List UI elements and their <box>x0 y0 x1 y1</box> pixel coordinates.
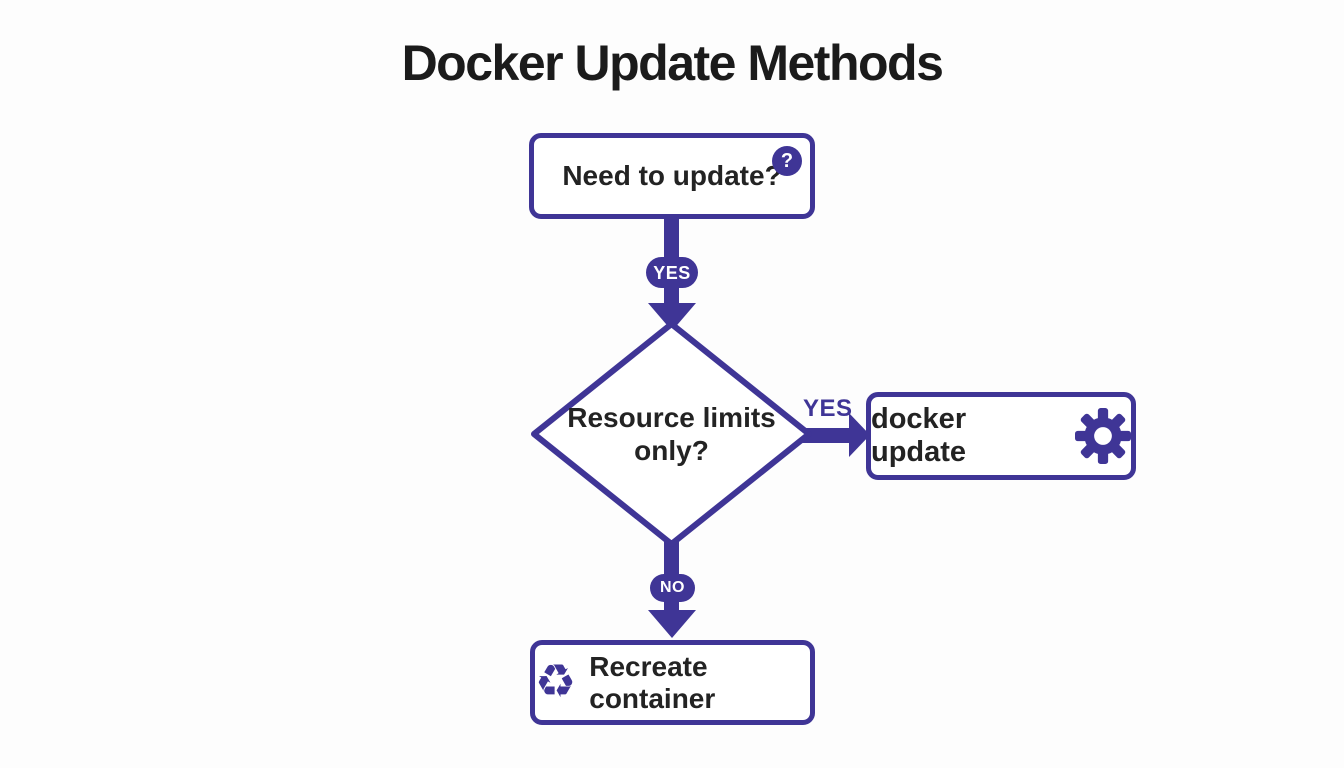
node-need-to-update-label: Need to update? <box>562 160 782 191</box>
gear-icon <box>1075 408 1131 464</box>
question-mark-icon: ? <box>772 146 802 176</box>
edge-label-badge-no: NO <box>650 574 695 602</box>
edge-label-yes-right: YES <box>803 395 853 422</box>
arrow-down-head-decision-to-recreate <box>648 610 696 638</box>
node-recreate-container-label: Recreate container <box>589 650 716 714</box>
recycle-icon: ♻ <box>535 653 577 708</box>
node-docker-update-label: docker update <box>871 403 967 468</box>
decision-diamond-shape <box>531 321 812 547</box>
node-need-to-update: Need to update? ? <box>529 133 815 219</box>
page-title: Docker Update Methods <box>401 35 944 91</box>
edge-label-badge-yes: YES <box>646 257 698 288</box>
decision-label-line1: Resource limits <box>567 402 776 433</box>
decision-label-line2: only? <box>634 435 709 466</box>
arrow-right-shaft-decision-to-docker-update <box>800 428 852 443</box>
node-docker-update: docker update <box>866 392 1136 480</box>
node-recreate-container: ♻ Recreate container <box>530 640 815 725</box>
node-resource-limits-decision: Resource limits only? <box>538 328 805 540</box>
arrow-right-head-decision-to-docker-update <box>849 413 870 457</box>
